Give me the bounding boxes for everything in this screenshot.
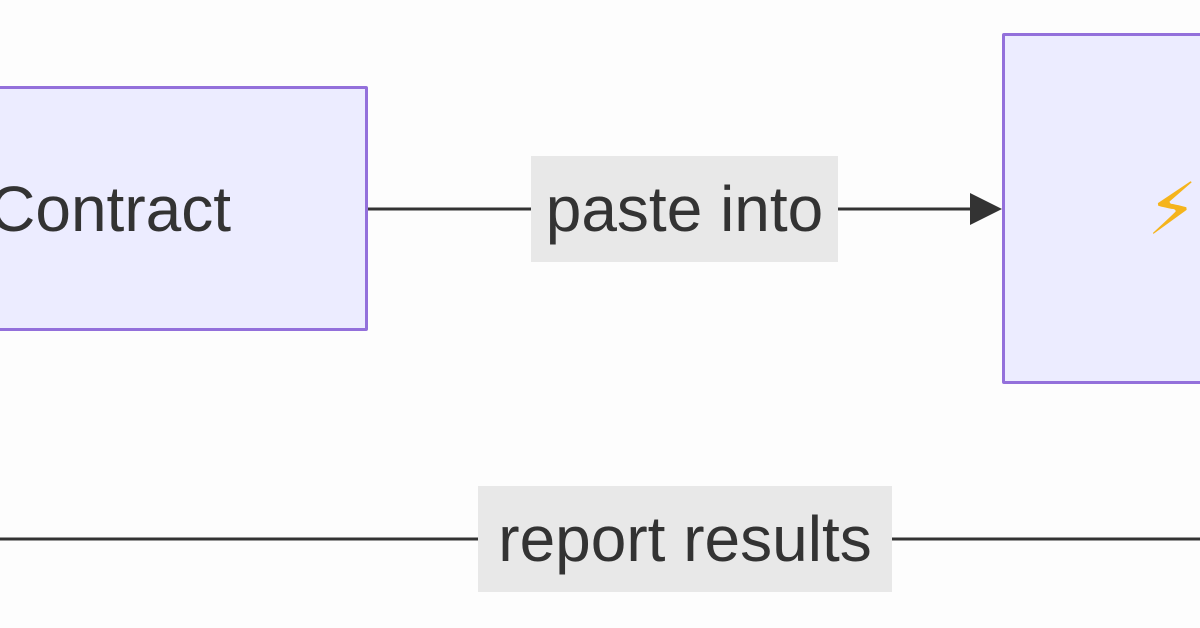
- node-contract-label: Contract: [0, 172, 231, 245]
- edge-paste-label: paste into: [531, 156, 838, 262]
- node-contract[interactable]: Contract: [0, 86, 368, 331]
- lightning-icon: ⚡: [1147, 166, 1198, 251]
- edge-paste-label-text: paste into: [545, 173, 824, 245]
- edge-paste-arrowhead: [970, 193, 1002, 225]
- edge-report-label-text: report results: [498, 503, 872, 575]
- node-lightning[interactable]: ⚡: [1002, 33, 1200, 384]
- edge-report-label: report results: [478, 486, 892, 592]
